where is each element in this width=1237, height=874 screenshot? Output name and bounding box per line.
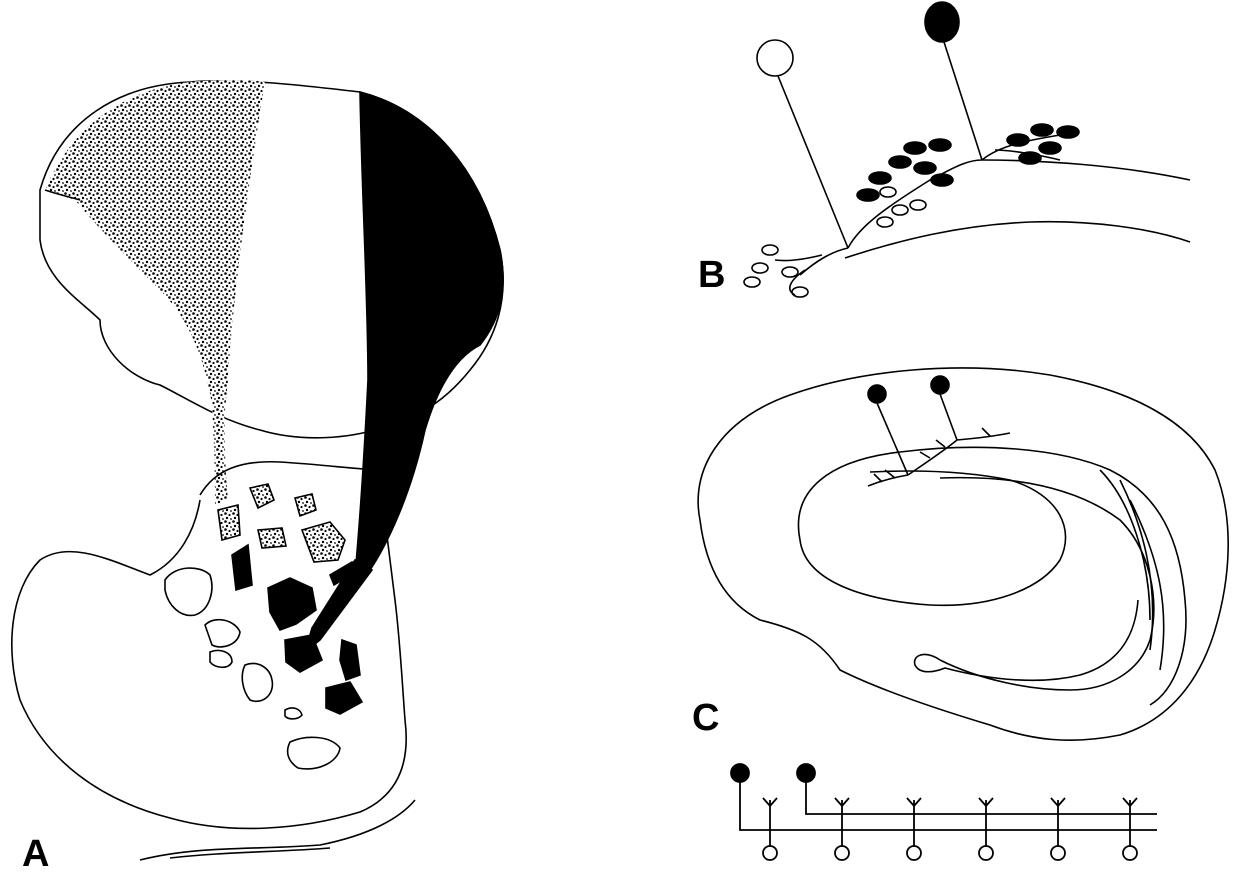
corpus-callosum-outer [798, 447, 1185, 705]
nucleus-black [340, 640, 360, 680]
hemisphere-outline [698, 368, 1228, 740]
synapse-row [763, 798, 1137, 860]
fornix-outer [940, 478, 1154, 690]
nucleus-open [242, 663, 272, 701]
schematic [731, 764, 1157, 860]
nucleus-black [326, 682, 362, 714]
nucleus-black [268, 578, 316, 630]
lower-ridge [200, 462, 385, 495]
panel-a [12, 80, 503, 860]
nucleus-stippled [258, 528, 286, 548]
terminal-filled [869, 172, 891, 184]
terminal-open [744, 277, 760, 287]
axon-branches [868, 428, 1010, 486]
nucleus-stippled [218, 505, 240, 540]
terminal-open [762, 245, 778, 255]
terminal-filled [1039, 142, 1061, 154]
panel-b [744, 2, 1190, 297]
nucleus-open [165, 568, 212, 615]
terminal-filled [1019, 152, 1041, 164]
terminal-open [752, 263, 768, 273]
terminal-open [880, 187, 896, 197]
axon-open [778, 76, 848, 248]
terminal-open [877, 217, 893, 227]
callosal-fibers [1100, 470, 1164, 670]
corpus-callosum-inner [800, 471, 1066, 605]
nucleus-open [285, 708, 302, 719]
black-zone [355, 92, 503, 575]
terminal-open [792, 287, 808, 297]
brainstem-base-2 [170, 848, 330, 858]
panel-label-c: C [692, 697, 719, 739]
stippled-zone [45, 80, 265, 505]
terminal-filled [931, 174, 953, 186]
neuron-filled [931, 376, 949, 394]
terminal-filled [1031, 124, 1053, 136]
panel-c [698, 368, 1228, 740]
panel-label-b: B [698, 254, 725, 296]
nucleus-stippled [302, 522, 345, 562]
terminal-open [892, 205, 908, 215]
surface-lower [845, 222, 1190, 258]
nucleus-open [210, 650, 232, 667]
terminal-filled [1007, 134, 1029, 146]
axon-path [740, 782, 1157, 830]
panel-label-a: A [22, 833, 49, 874]
nucleus-open [205, 620, 240, 647]
neuron-filled [731, 764, 749, 782]
terminal-filled [857, 189, 879, 201]
terminal-filled [914, 162, 936, 174]
nucleus-stippled [295, 494, 316, 516]
terminal-branches-open [775, 248, 848, 295]
neuron-filled [868, 385, 886, 403]
terminal-filled [889, 156, 911, 168]
terminal-filled [904, 142, 926, 154]
axon-path [806, 782, 1157, 814]
terminal-open [910, 200, 926, 210]
nucleus-stippled [250, 484, 274, 508]
neuron-open [757, 40, 793, 76]
axon [877, 403, 908, 475]
nucleus-open [288, 737, 340, 769]
neuron-filled [797, 764, 815, 782]
terminal-filled [1057, 126, 1079, 138]
neuron-filled [925, 2, 959, 42]
surface-upper [848, 160, 1190, 248]
terminal-filled [929, 139, 951, 151]
nucleus-black [232, 545, 252, 590]
axon [940, 394, 957, 440]
terminal-open [782, 267, 798, 277]
fornix-inner [915, 600, 1138, 680]
